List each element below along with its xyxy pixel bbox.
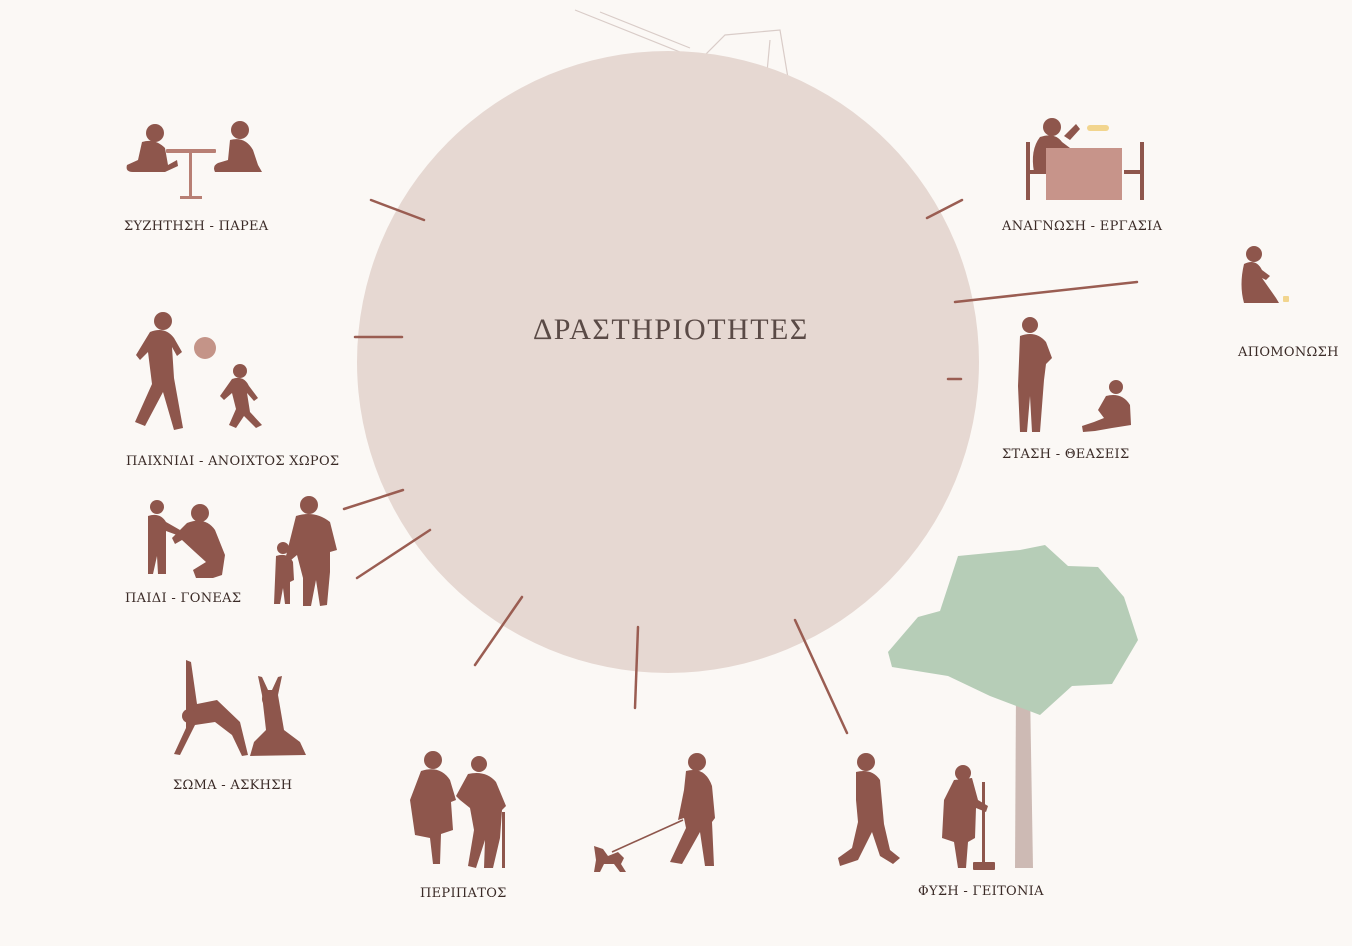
label-reading: ΑΝΑΓΝΩΣΗ - ΕΡΓΑΣΙΑ xyxy=(1002,219,1163,234)
adult-and-child-playing-ball-icon xyxy=(135,312,262,430)
connector-nature xyxy=(793,618,849,735)
label-play: ΠΑΙΧΝΙΔΙ - ΑΝΟΙΧΤΟΣ ΧΩΡΟΣ xyxy=(126,454,340,469)
connector-reading xyxy=(925,198,964,220)
label-walking: ΠΕΡΙΠΑΤΟΣ xyxy=(420,886,507,901)
people-standing-and-sitting-icon xyxy=(1018,317,1131,432)
ball-icon xyxy=(194,337,216,359)
connector-child-parent-2 xyxy=(355,528,432,580)
tree-foliage xyxy=(888,545,1138,715)
connector-conversation xyxy=(369,198,426,222)
label-conversation: ΣΥΖΗΤΗΣΗ - ΠΑΡΕΑ xyxy=(124,219,269,234)
connector-child-parent-1 xyxy=(342,488,405,511)
connectors xyxy=(342,198,1139,735)
tree-trunk xyxy=(1015,690,1033,868)
elderly-couple-walking-icon xyxy=(410,751,506,868)
label-nature: ΦΥΣΗ - ΓΕΙΤΟΝΙΑ xyxy=(918,884,1044,899)
connector-walking xyxy=(633,625,640,710)
person-reading-at-desk-icon xyxy=(1026,118,1144,200)
parent-with-children-icon xyxy=(148,496,337,606)
diagram-title: ΔΡΑΣΤΗΡΙΟΤΗΤΕΣ xyxy=(533,313,809,346)
two-people-seated-at-table-icon xyxy=(126,121,262,199)
tree-icon xyxy=(888,545,1138,868)
central-circle xyxy=(357,51,979,673)
person-walking-dog-icon xyxy=(594,753,715,872)
label-body-exercise: ΣΩΜΑ - ΑΣΚΗΣΗ xyxy=(173,778,293,793)
person-sitting-alone-icon xyxy=(1241,246,1289,303)
label-child-parent: ΠΑΙΔΙ - ΓΟΝΕΑΣ xyxy=(125,591,242,606)
tree-and-neighbors-icon xyxy=(838,753,995,870)
label-standing: ΣΤΑΣΗ - ΘΕΑΣΕΙΣ xyxy=(1002,447,1130,462)
yoga-poses-icon xyxy=(174,660,306,756)
connector-exercise xyxy=(473,595,524,667)
connector-isolation xyxy=(953,280,1139,304)
label-isolation: ΑΠΟΜΟΝΩΣΗ xyxy=(1238,345,1339,360)
